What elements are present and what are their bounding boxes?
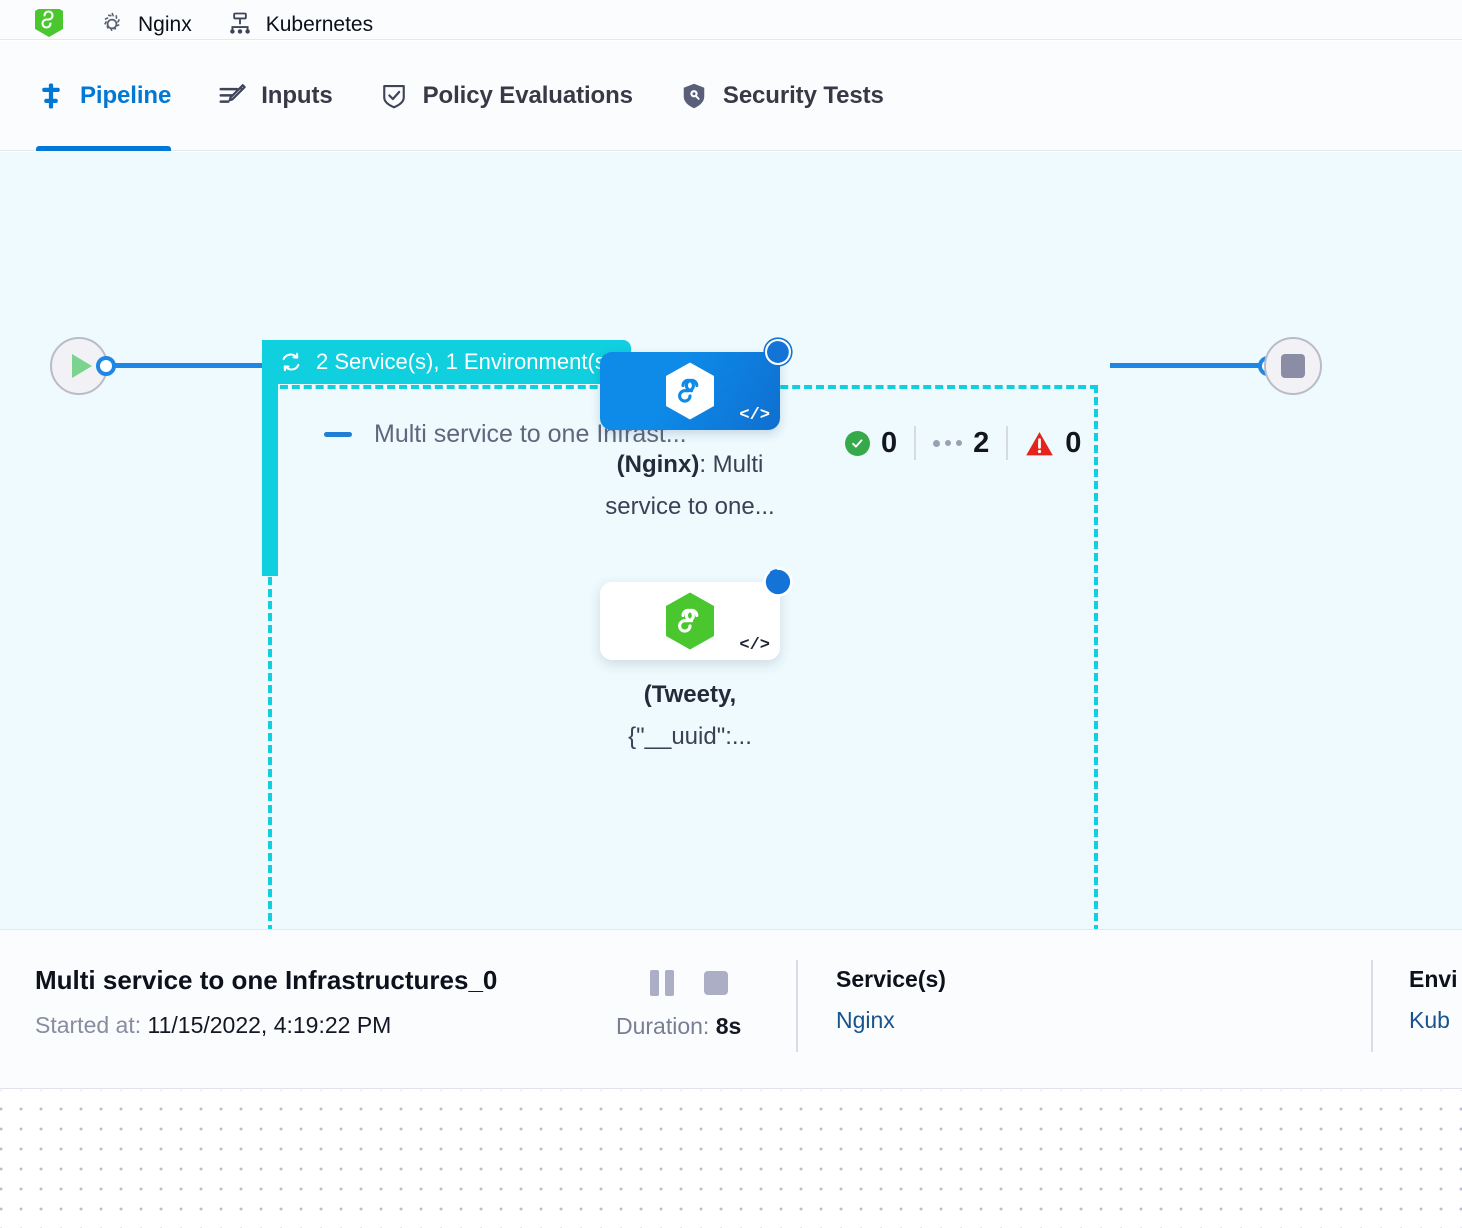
- gear-icon: [103, 12, 121, 32]
- node-tweety-label: (Tweety, {"__uuid":...: [560, 674, 820, 758]
- warning-triangle-icon: [1026, 431, 1054, 455]
- tab-security-tests[interactable]: Security Tests: [679, 41, 884, 151]
- services-header: Service(s): [836, 966, 946, 992]
- duration-value: 8s: [715, 1013, 742, 1039]
- pause-icon[interactable]: [650, 970, 674, 996]
- execution-duration: Duration: 8s: [616, 1013, 741, 1040]
- node-nginx-label-bold: (Nginx): [616, 451, 700, 478]
- breadcrumb-item-kubernetes[interactable]: Kubernetes: [226, 9, 373, 39]
- minus-icon[interactable]: [324, 432, 352, 437]
- services-value-link[interactable]: Nginx: [836, 1007, 895, 1033]
- environments-header: Envi: [1409, 966, 1458, 992]
- tab-label: Pipeline: [80, 81, 172, 109]
- dot-grid-canvas[interactable]: [0, 1090, 1462, 1228]
- status-success: 0: [845, 426, 914, 460]
- status-pending: 2: [916, 426, 1006, 460]
- breadcrumb-logo[interactable]: [34, 9, 64, 39]
- node-tweety-label-bold: (Tweety,: [643, 681, 737, 708]
- node-nginx-label-line2: service to one...: [605, 493, 775, 520]
- stop-icon[interactable]: [704, 971, 728, 995]
- execution-title: Multi service to one Infrastructures_0: [35, 965, 498, 995]
- security-shield-icon: [683, 83, 705, 108]
- end-node[interactable]: [1264, 337, 1322, 395]
- stop-icon: [1281, 354, 1305, 378]
- group-status-counters: 0 2 0: [845, 422, 1098, 464]
- breadcrumb-item-nginx[interactable]: Nginx: [98, 9, 192, 39]
- node-nginx[interactable]: </>: [600, 352, 780, 430]
- tab-inputs[interactable]: Inputs: [217, 41, 333, 151]
- status-divider: [914, 426, 917, 460]
- harness-hexagon-icon: [666, 592, 714, 650]
- check-circle-icon: [845, 430, 870, 456]
- breadcrumb-item-label: Nginx: [138, 12, 192, 36]
- pipeline-canvas[interactable]: 2 Service(s), 1 Environment(s) Multi ser…: [0, 152, 1462, 929]
- code-glyph-icon: </>: [739, 406, 770, 425]
- node-tweety-label-line2: {"__uuid":...: [628, 723, 752, 750]
- kubernetes-icon: [229, 12, 250, 34]
- status-failed: 0: [1008, 426, 1098, 460]
- panel-divider: [1371, 960, 1373, 1052]
- running-spinner-icon: [763, 337, 793, 367]
- status-divider: [1006, 426, 1009, 460]
- duration-label: Duration:: [616, 1013, 710, 1039]
- green-hexagon-logo-icon: [35, 9, 63, 37]
- node-nginx-label: (Nginx): Multi service to one...: [560, 444, 820, 528]
- tab-label: Security Tests: [722, 81, 884, 109]
- status-pending-count: 2: [973, 426, 990, 459]
- edge-start-to-group: [112, 363, 270, 368]
- execution-controls: [650, 970, 728, 996]
- environments-column: Envi Kub: [1409, 966, 1458, 1034]
- environments-value-link[interactable]: Kub: [1409, 1007, 1450, 1033]
- node-tweety[interactable]: </>: [600, 582, 780, 660]
- loop-matrix-icon: [282, 352, 300, 372]
- started-at-value: 11/15/2022, 4:19:22 PM: [147, 1012, 392, 1038]
- execution-started-at: Started at: 11/15/2022, 4:19:22 PM: [35, 1012, 391, 1039]
- policy-shield-check-icon: [382, 84, 405, 108]
- inputs-icon: [219, 83, 246, 103]
- node-nginx-label-rest: : Multi: [699, 451, 764, 478]
- edge-group-to-end: [1110, 363, 1265, 368]
- breadcrumb-item-label: Kubernetes: [265, 12, 374, 36]
- code-glyph-icon: </>: [739, 636, 770, 655]
- group-matrix-badge[interactable]: 2 Service(s), 1 Environment(s): [262, 340, 632, 384]
- pipeline-icon: [42, 83, 60, 108]
- node-nginx-running-badge: [762, 336, 794, 368]
- dots-pending-icon: [933, 439, 963, 447]
- breadcrumb: Nginx Kubernetes: [0, 0, 1462, 40]
- group-matrix-badge-label: 2 Service(s), 1 Environment(s): [316, 349, 614, 374]
- play-icon: [72, 354, 92, 378]
- tab-label: Inputs: [261, 81, 333, 109]
- status-failed-count: 0: [1065, 426, 1082, 459]
- tab-bar: Pipeline Inputs Policy Evaluations Secur…: [0, 41, 1462, 151]
- services-column: Service(s) Nginx: [836, 966, 946, 1034]
- running-spinner-icon: [763, 567, 793, 597]
- node-tweety-running-badge: [762, 566, 794, 598]
- started-at-label: Started at:: [35, 1012, 142, 1038]
- panel-divider: [796, 960, 798, 1052]
- harness-hexagon-icon: [666, 362, 714, 420]
- tab-label: Policy Evaluations: [422, 81, 633, 109]
- execution-detail-panel: Multi service to one Infrastructures_0 S…: [0, 929, 1462, 1089]
- tab-pipeline[interactable]: Pipeline: [36, 41, 172, 151]
- tab-policy-evaluations[interactable]: Policy Evaluations: [379, 41, 633, 151]
- status-success-count: 0: [881, 426, 898, 459]
